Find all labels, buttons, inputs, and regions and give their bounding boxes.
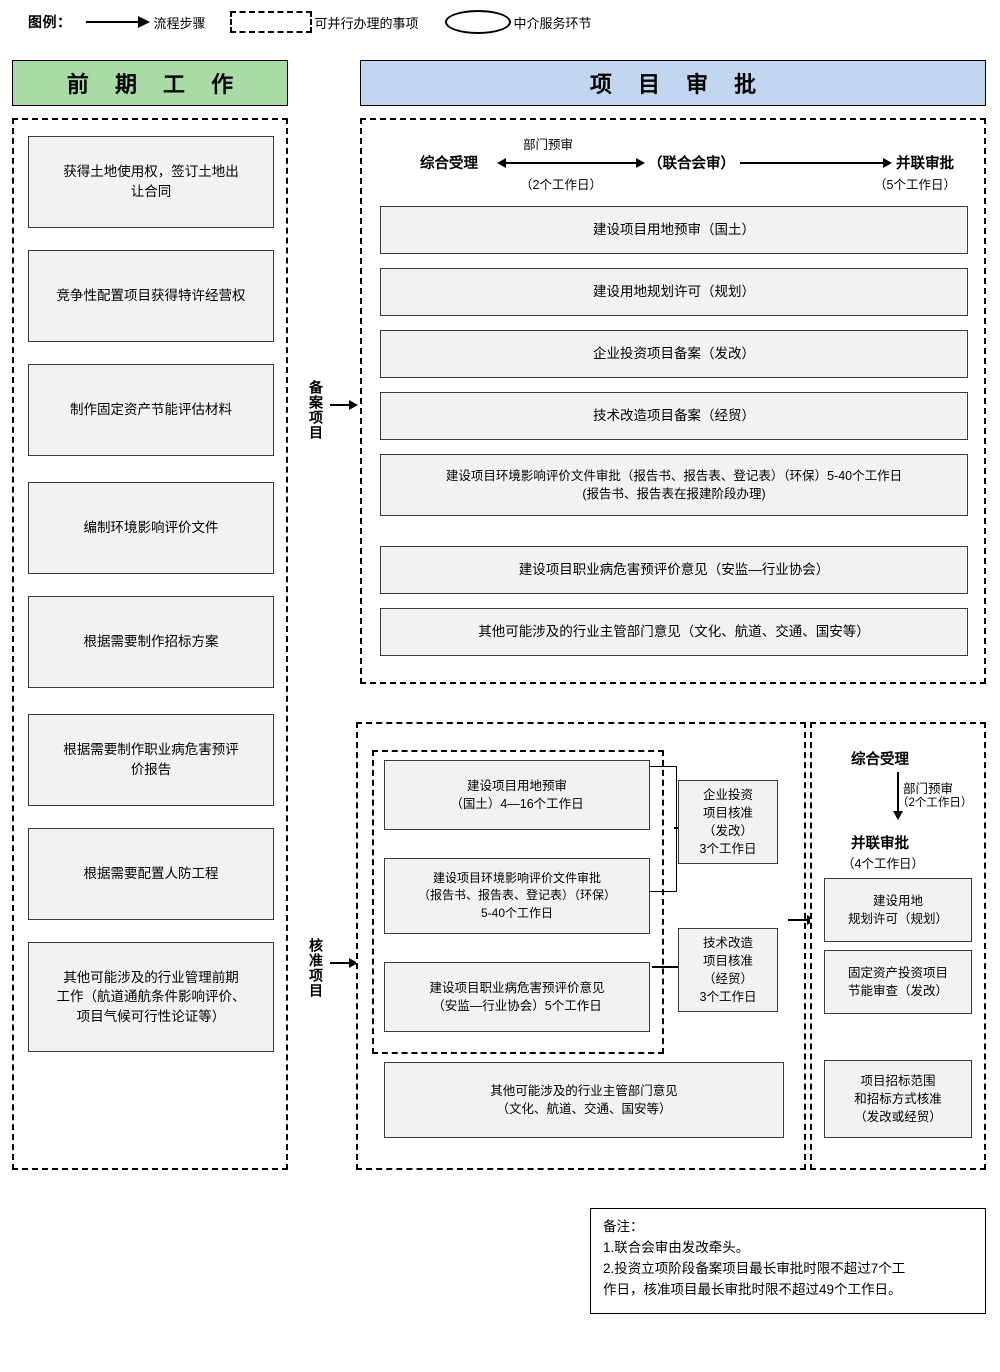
legend-item-label: 可并行办理的事项 bbox=[314, 15, 419, 31]
approval-right-arrow-bottom-label: （2个工作日） bbox=[897, 797, 973, 809]
record-flow-end-label: 并联审批 bbox=[896, 156, 954, 172]
record-box-7[interactable]: 其他可能涉及的行业主管部门意见（文化、航道、交通、国安等） bbox=[380, 608, 968, 656]
legend-item-parallel: 可并行办理的事项 bbox=[206, 11, 419, 33]
notes-title: 备注： bbox=[603, 1219, 644, 1234]
record-flow-arrow-2-icon bbox=[740, 158, 892, 168]
record-box-3[interactable]: 企业投资项目备案（发改） bbox=[380, 330, 968, 378]
legend-item-label: 流程步骤 bbox=[153, 15, 206, 31]
record-flow-start-label: 综合受理 bbox=[420, 156, 478, 172]
record-flow-arrow1-bottom-label: （2个工作日） bbox=[520, 178, 602, 192]
bracket-connector-1 bbox=[650, 766, 677, 892]
record-track-entry-arrow-icon bbox=[330, 400, 358, 410]
record-box-6[interactable]: 建设项目职业病危害预评价意见（安监—行业协会） bbox=[380, 546, 968, 594]
approval-mid-box-1[interactable]: 企业投资 项目核准 （发改） 3个工作日 bbox=[678, 780, 778, 864]
approval-track-entry-label: 核准项目 bbox=[308, 938, 324, 998]
record-flow-mid-label: （联合会审） bbox=[648, 156, 735, 172]
arrow-right-icon bbox=[85, 16, 152, 28]
approval-parallel-box-1[interactable]: 建设项目用地预审 （国土）4—16个工作日 bbox=[384, 760, 650, 830]
record-box-2[interactable]: 建设用地规划许可（规划） bbox=[380, 268, 968, 316]
preliminary-box-5[interactable]: 根据需要制作招标方案 bbox=[28, 596, 274, 688]
legend: 图例： 流程步骤 可并行办理的事项 中介服务环节 bbox=[28, 8, 728, 36]
legend-item-agency: 中介服务环节 bbox=[419, 10, 592, 34]
dashed-rect-icon bbox=[229, 11, 312, 33]
approval-right-arrow-top-label: 部门预审 bbox=[903, 782, 954, 796]
preliminary-box-2[interactable]: 竞争性配置项目获得特许经营权 bbox=[28, 250, 274, 342]
record-track-entry-label: 备案项目 bbox=[308, 380, 324, 440]
approval-parallel-box-3[interactable]: 建设项目职业病危害预评价意见 （安监—行业协会）5个工作日 bbox=[384, 962, 650, 1032]
approval-right-flow-end-sub-label: （4个工作日） bbox=[842, 857, 924, 871]
section-header-approval: 项 目 审 批 bbox=[360, 60, 986, 106]
record-flow-arrow1-top-label: 部门预审 bbox=[523, 138, 574, 152]
record-box-5[interactable]: 建设项目环境影响评价文件审批（报告书、报告表、登记表）（环保）5-40个工作日 … bbox=[380, 454, 968, 516]
preliminary-box-1[interactable]: 获得土地使用权，签订土地出 让合同 bbox=[28, 136, 274, 228]
legend-item-label: 中介服务环节 bbox=[513, 15, 592, 31]
preliminary-box-3[interactable]: 制作固定资产节能评估材料 bbox=[28, 364, 274, 456]
section-header-preliminary: 前 期 工 作 bbox=[12, 60, 288, 106]
approval-right-flow-start-label: 综合受理 bbox=[851, 752, 909, 768]
notes-line-2: 2.投资立项阶段备案项目最长审批时限不超过7个工 bbox=[603, 1260, 906, 1276]
approval-mid-box-2[interactable]: 技术改造 项目核准 （经贸） 3个工作日 bbox=[678, 928, 778, 1012]
notes-line-3: 作日，核准项目最长审批时限不超过49个工作日。 bbox=[603, 1281, 902, 1297]
approval-right-box-1[interactable]: 建设用地 规划许可（规划） bbox=[824, 878, 972, 942]
preliminary-box-6[interactable]: 根据需要制作职业病危害预评 价报告 bbox=[28, 714, 274, 806]
preliminary-box-8[interactable]: 其他可能涉及的行业管理前期 工作（航道通航条件影响评价、 项目气候可行性论证等） bbox=[28, 942, 274, 1052]
approval-right-flow-arrow-icon bbox=[893, 772, 903, 820]
approval-other-box[interactable]: 其他可能涉及的行业主管部门意见 （文化、航道、交通、国安等） bbox=[384, 1062, 784, 1138]
approval-right-box-3[interactable]: 项目招标范围 和招标方式核准 （发改或经贸） bbox=[824, 1060, 972, 1138]
record-box-4[interactable]: 技术改造项目备案（经贸） bbox=[380, 392, 968, 440]
notes-box: 备注： 1.联合会审由发改牵头。 2.投资立项阶段备案项目最长审批时限不超过7个… bbox=[590, 1208, 986, 1314]
preliminary-box-4[interactable]: 编制环境影响评价文件 bbox=[28, 482, 274, 574]
record-flow-arrow-1-icon bbox=[497, 158, 645, 168]
record-flow-end-sub-label: （5个工作日） bbox=[874, 178, 956, 192]
legend-item-flow-step: 流程步骤 bbox=[72, 13, 206, 32]
approval-right-flow-end-label: 并联审批 bbox=[851, 836, 909, 852]
ellipse-icon bbox=[444, 10, 511, 34]
record-box-1[interactable]: 建设项目用地预审（国土） bbox=[380, 206, 968, 254]
approval-parallel-box-2[interactable]: 建设项目环境影响评价文件审批 （报告书、报告表、登记表）（环保） 5-40个工作… bbox=[384, 858, 650, 934]
notes-line-1: 1.联合会审由发改牵头。 bbox=[603, 1239, 750, 1255]
approval-track-entry-arrow-icon bbox=[330, 958, 358, 968]
legend-label: 图例： bbox=[28, 14, 72, 30]
approval-right-box-2[interactable]: 固定资产投资项目 节能审查（发改） bbox=[824, 950, 972, 1014]
preliminary-box-7[interactable]: 根据需要配置人防工程 bbox=[28, 828, 274, 920]
